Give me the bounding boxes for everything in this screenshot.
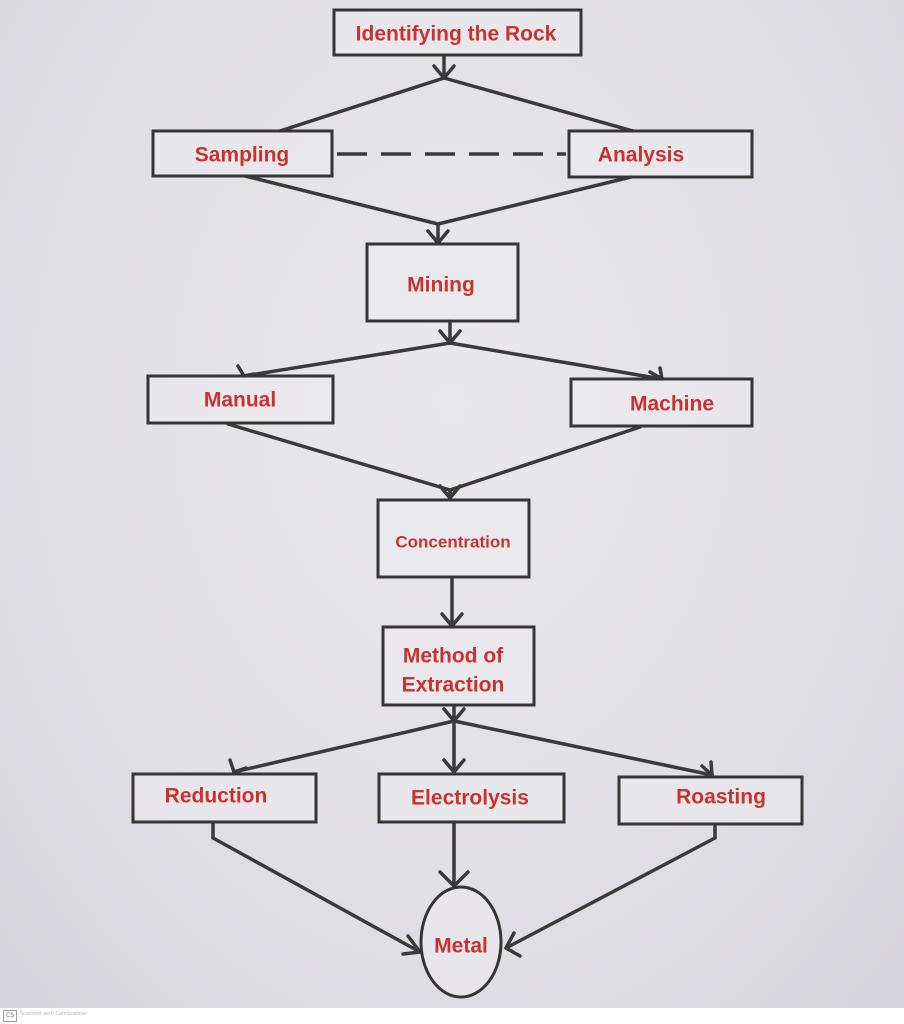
node-manual-label: Manual: [204, 389, 276, 412]
node-electrolysis-label: Electrolysis: [411, 787, 529, 810]
node-sampling: Sampling: [151, 129, 334, 178]
node-machine-label: Machine: [630, 393, 714, 416]
arrowhead-split-mining: [438, 329, 462, 345]
arrowhead-electrolysis: [442, 758, 466, 774]
arrowhead-metal-left: [401, 934, 422, 956]
node-analysis: Analysis: [567, 129, 754, 179]
arrowhead-split-method: [442, 707, 466, 723]
node-metal-ellipse: [419, 885, 503, 999]
node-manual: Manual: [146, 374, 335, 425]
node-concentration-box: [376, 498, 531, 579]
node-identifying-box: [332, 8, 583, 57]
edge-split-to-roasting: [452, 719, 714, 777]
node-method-box: [381, 625, 536, 707]
arrowhead-reduction: [228, 758, 248, 774]
node-method-label-line2: Extraction: [402, 674, 505, 697]
node-sampling-box: [151, 129, 334, 178]
node-mining: Mining: [365, 242, 520, 323]
node-reduction-label: Reduction: [165, 785, 268, 808]
node-roasting-label: Roasting: [676, 786, 766, 809]
edge-manual-to-join: [226, 422, 452, 492]
edge-analysis-to-join: [436, 175, 633, 226]
node-reduction-box: [131, 772, 318, 824]
node-metal: Metal: [419, 885, 503, 999]
edge-reduction-to-metal: [211, 821, 422, 954]
node-identifying: Identifying the Rock: [332, 8, 583, 57]
node-roasting: Roasting: [617, 775, 804, 826]
node-sampling-label: Sampling: [195, 144, 290, 167]
node-metal-label: Metal: [434, 935, 488, 958]
edge-split-to-analysis: [442, 76, 635, 133]
node-roasting-box: [617, 775, 804, 826]
scanner-watermark: Scanned with CamScanner: [20, 1011, 88, 1017]
node-machine-box: [569, 377, 754, 428]
edge-roasting-to-metal: [504, 824, 717, 950]
node-analysis-box: [567, 129, 754, 179]
node-manual-box: [146, 374, 335, 425]
node-mining-label: Mining: [407, 274, 475, 297]
node-identifying-label: Identifying the Rock: [356, 23, 557, 46]
node-concentration-label: Concentration: [395, 533, 510, 552]
node-mining-box: [365, 242, 520, 323]
edges: [211, 54, 717, 954]
node-electrolysis-box: [377, 772, 566, 824]
edge-split-to-reduction: [232, 719, 456, 774]
arrowhead-roasting: [700, 760, 714, 777]
arrowhead-concentration: [438, 484, 462, 500]
edge-split-to-machine: [448, 341, 664, 381]
edge-split-to-manual: [242, 341, 452, 378]
edge-machine-to-join: [448, 425, 642, 492]
arrowhead-identifying: [432, 64, 456, 80]
node-concentration: Concentration: [376, 498, 531, 579]
node-reduction: Reduction: [131, 772, 318, 824]
arrowhead-metal-right: [504, 931, 522, 958]
arrowhead-metal-top: [438, 870, 470, 888]
node-machine: Machine: [569, 377, 754, 428]
node-analysis-label: Analysis: [598, 144, 684, 167]
node-method-label-line1: Method of: [403, 645, 504, 668]
edge-sampling-to-join: [243, 174, 440, 226]
camscanner-logo-icon: CS: [3, 1010, 17, 1022]
node-electrolysis: Electrolysis: [377, 772, 566, 824]
node-method: Method of Extraction: [381, 625, 536, 707]
scanner-footer: CS Scanned with CamScanner: [0, 1008, 904, 1024]
edge-split-to-sampling: [278, 76, 446, 133]
